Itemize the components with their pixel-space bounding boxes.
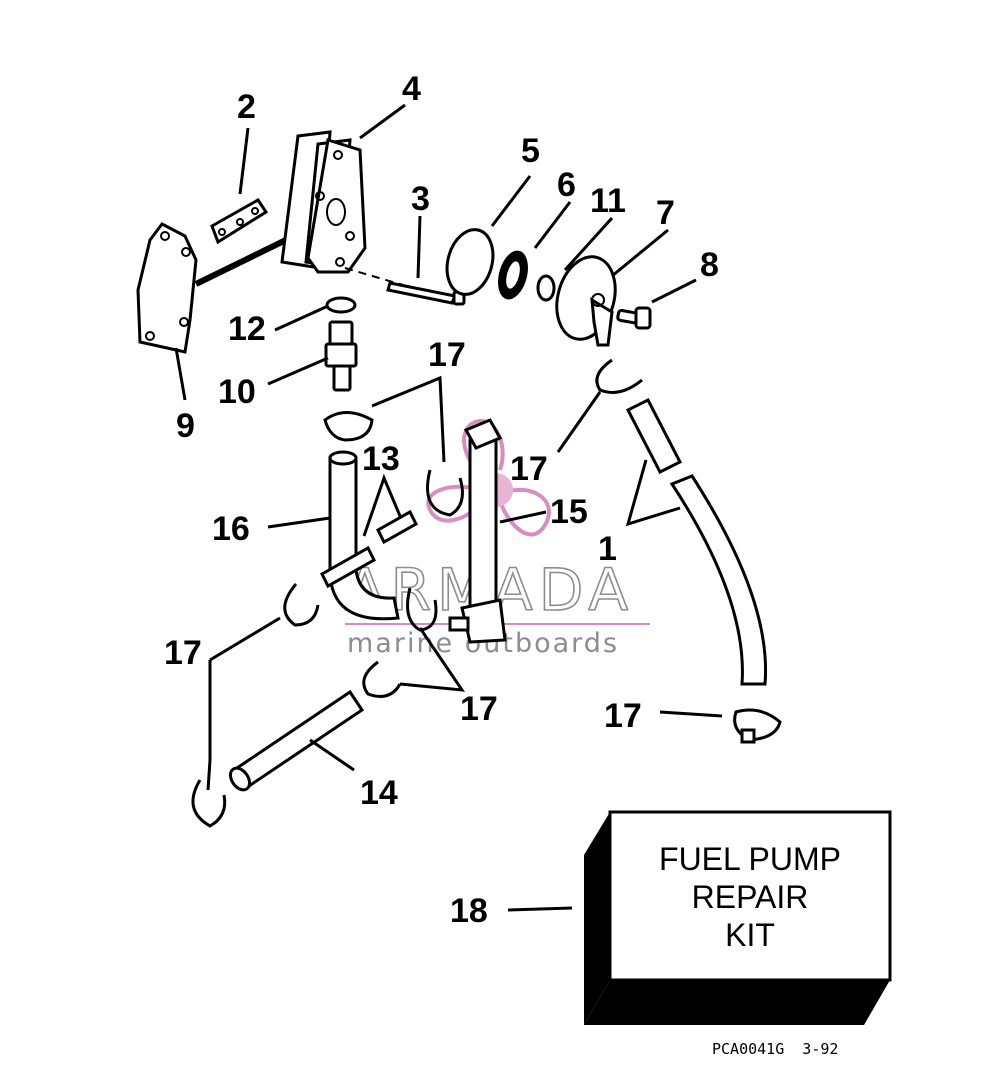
callout-11: 11 bbox=[590, 182, 626, 220]
part-4-fuel-pump-body bbox=[280, 130, 421, 291]
part-11-small-o-ring bbox=[536, 274, 556, 302]
callout-5: 5 bbox=[521, 132, 540, 170]
part-6-diaphragm bbox=[498, 250, 528, 300]
callout-6: 6 bbox=[557, 166, 576, 204]
drawing-code: PCA0041G 3-92 bbox=[712, 1040, 838, 1058]
part-10-fitting bbox=[324, 320, 358, 392]
callout-12: 12 bbox=[228, 310, 266, 348]
callout-17-middle: 17 bbox=[460, 690, 498, 728]
part-2-gasket bbox=[210, 198, 269, 245]
callout-1: 1 bbox=[598, 530, 617, 568]
callout-17-left: 17 bbox=[164, 634, 202, 672]
callout-7: 7 bbox=[656, 194, 675, 232]
kit-label-line3: KIT bbox=[725, 917, 775, 953]
callout-17-top: 17 bbox=[428, 336, 466, 374]
callout-14: 14 bbox=[360, 774, 398, 812]
part-16-hose bbox=[328, 450, 400, 621]
part-17-clamps bbox=[191, 358, 782, 828]
callout-17-upper-right: 17 bbox=[510, 450, 548, 488]
part-12-o-ring bbox=[325, 296, 357, 314]
callout-3: 3 bbox=[411, 180, 430, 218]
callout-9: 9 bbox=[176, 407, 195, 445]
callout-15: 15 bbox=[550, 493, 588, 531]
callout-labels: 2 4 3 5 6 11 7 8 12 10 9 17 13 17 16 15 … bbox=[164, 70, 719, 930]
part-5-o-ring bbox=[445, 228, 495, 296]
callout-8: 8 bbox=[700, 246, 719, 284]
part-8-cover-screw bbox=[616, 306, 652, 330]
part-9-mounting-plate bbox=[136, 222, 292, 354]
leader-lines bbox=[174, 103, 723, 912]
part-18-repair-kit-box: FUEL PUMP REPAIR KIT bbox=[584, 810, 892, 1025]
callout-2: 2 bbox=[237, 88, 256, 126]
callout-18: 18 bbox=[450, 892, 488, 930]
part-15-tee-fitting bbox=[448, 418, 507, 644]
kit-label-line2: REPAIR bbox=[692, 879, 809, 915]
callout-4: 4 bbox=[402, 70, 421, 108]
part-7-cover bbox=[555, 255, 617, 347]
callout-16: 16 bbox=[212, 510, 250, 548]
part-13-connectors bbox=[320, 509, 418, 589]
part-1-hose bbox=[625, 397, 768, 686]
callout-17-right: 17 bbox=[604, 697, 642, 735]
part-14-hose bbox=[228, 689, 365, 792]
callout-13: 13 bbox=[362, 440, 400, 478]
callout-10: 10 bbox=[218, 373, 256, 411]
kit-label-line1: FUEL PUMP bbox=[659, 841, 841, 877]
